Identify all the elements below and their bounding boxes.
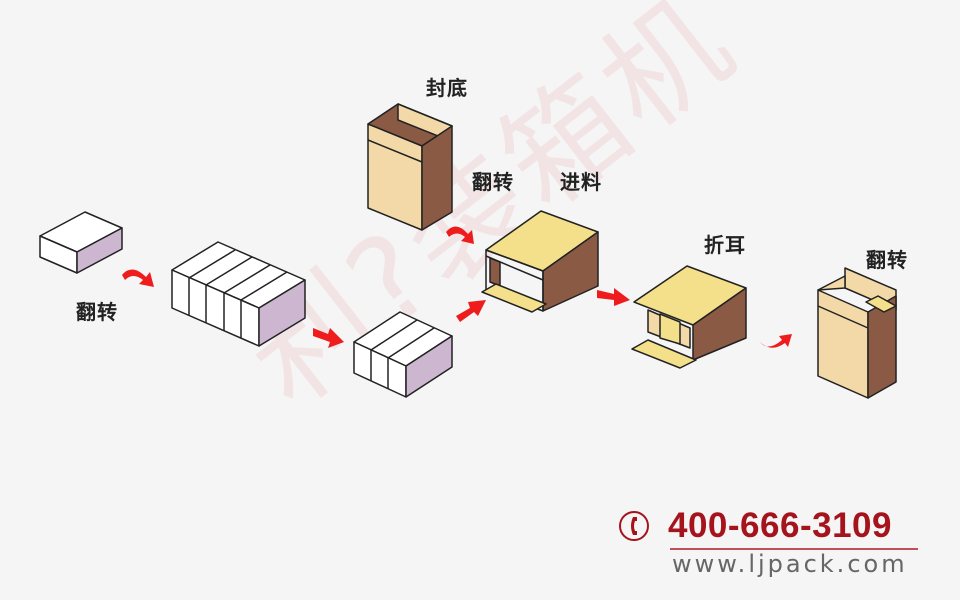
arrow-2 [313, 328, 344, 348]
single-product-box [39, 211, 123, 274]
step-label-seal-bottom: 封底 [426, 76, 468, 100]
step-label-flip-1: 翻转 [76, 300, 118, 324]
website-url: www.ljpack.com [672, 550, 908, 578]
arrow-3 [456, 300, 486, 322]
flow-arrows [122, 226, 792, 348]
carton-final [817, 267, 897, 399]
step-label-fold-ears: 折耳 [704, 233, 746, 257]
arrow-curve-6 [760, 334, 792, 348]
arrow-5 [597, 288, 630, 306]
carton-ears-folded [631, 265, 747, 369]
carton-open-top [367, 103, 453, 231]
product-group-three [353, 311, 453, 398]
step-label-flip-3: 翻转 [866, 248, 908, 272]
arrow-curve-4 [446, 226, 474, 244]
divider [670, 548, 918, 550]
phone-icon [619, 511, 649, 541]
product-group-five [171, 241, 306, 347]
arrow-curve-1 [122, 269, 154, 287]
step-label-flip-2: 翻转 [472, 170, 514, 194]
step-label-feed: 进料 [560, 170, 602, 194]
carton-feeding [481, 210, 599, 313]
phone-number: 400-666-3109 [668, 506, 892, 545]
